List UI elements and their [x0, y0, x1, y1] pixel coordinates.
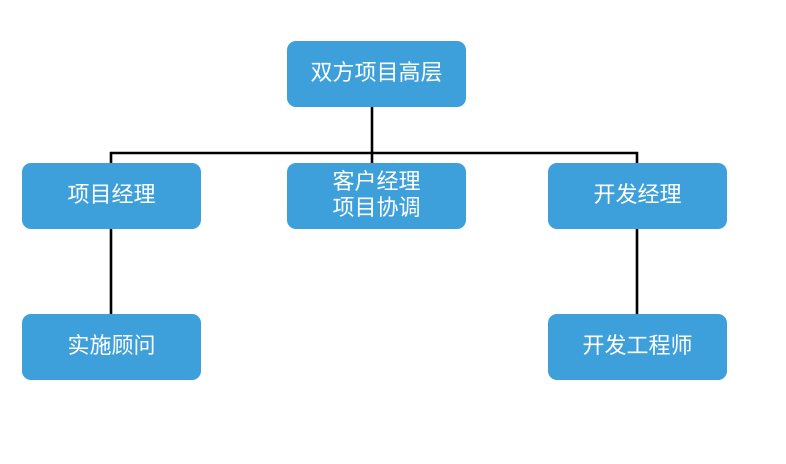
- node-dev-engineer: 开发工程师: [548, 314, 727, 380]
- node-client-manager: 客户经理 项目协调: [287, 163, 466, 229]
- node-dev-engineer-label: 开发工程师: [582, 334, 693, 359]
- node-top-management-label: 双方项目高层: [310, 61, 443, 86]
- node-dev-manager: 开发经理: [548, 163, 727, 229]
- node-project-manager: 项目经理: [22, 163, 201, 229]
- node-project-manager-label: 项目经理: [67, 183, 156, 208]
- node-implementation-consultant: 实施顾问: [22, 314, 201, 380]
- node-dev-manager-label: 开发经理: [593, 183, 682, 208]
- node-implementation-consultant-label: 实施顾问: [67, 334, 156, 359]
- node-top-management: 双方项目高层: [287, 41, 466, 107]
- node-client-manager-label-line1: 客户经理: [332, 170, 421, 195]
- node-client-manager-label-line2: 项目协调: [332, 196, 421, 221]
